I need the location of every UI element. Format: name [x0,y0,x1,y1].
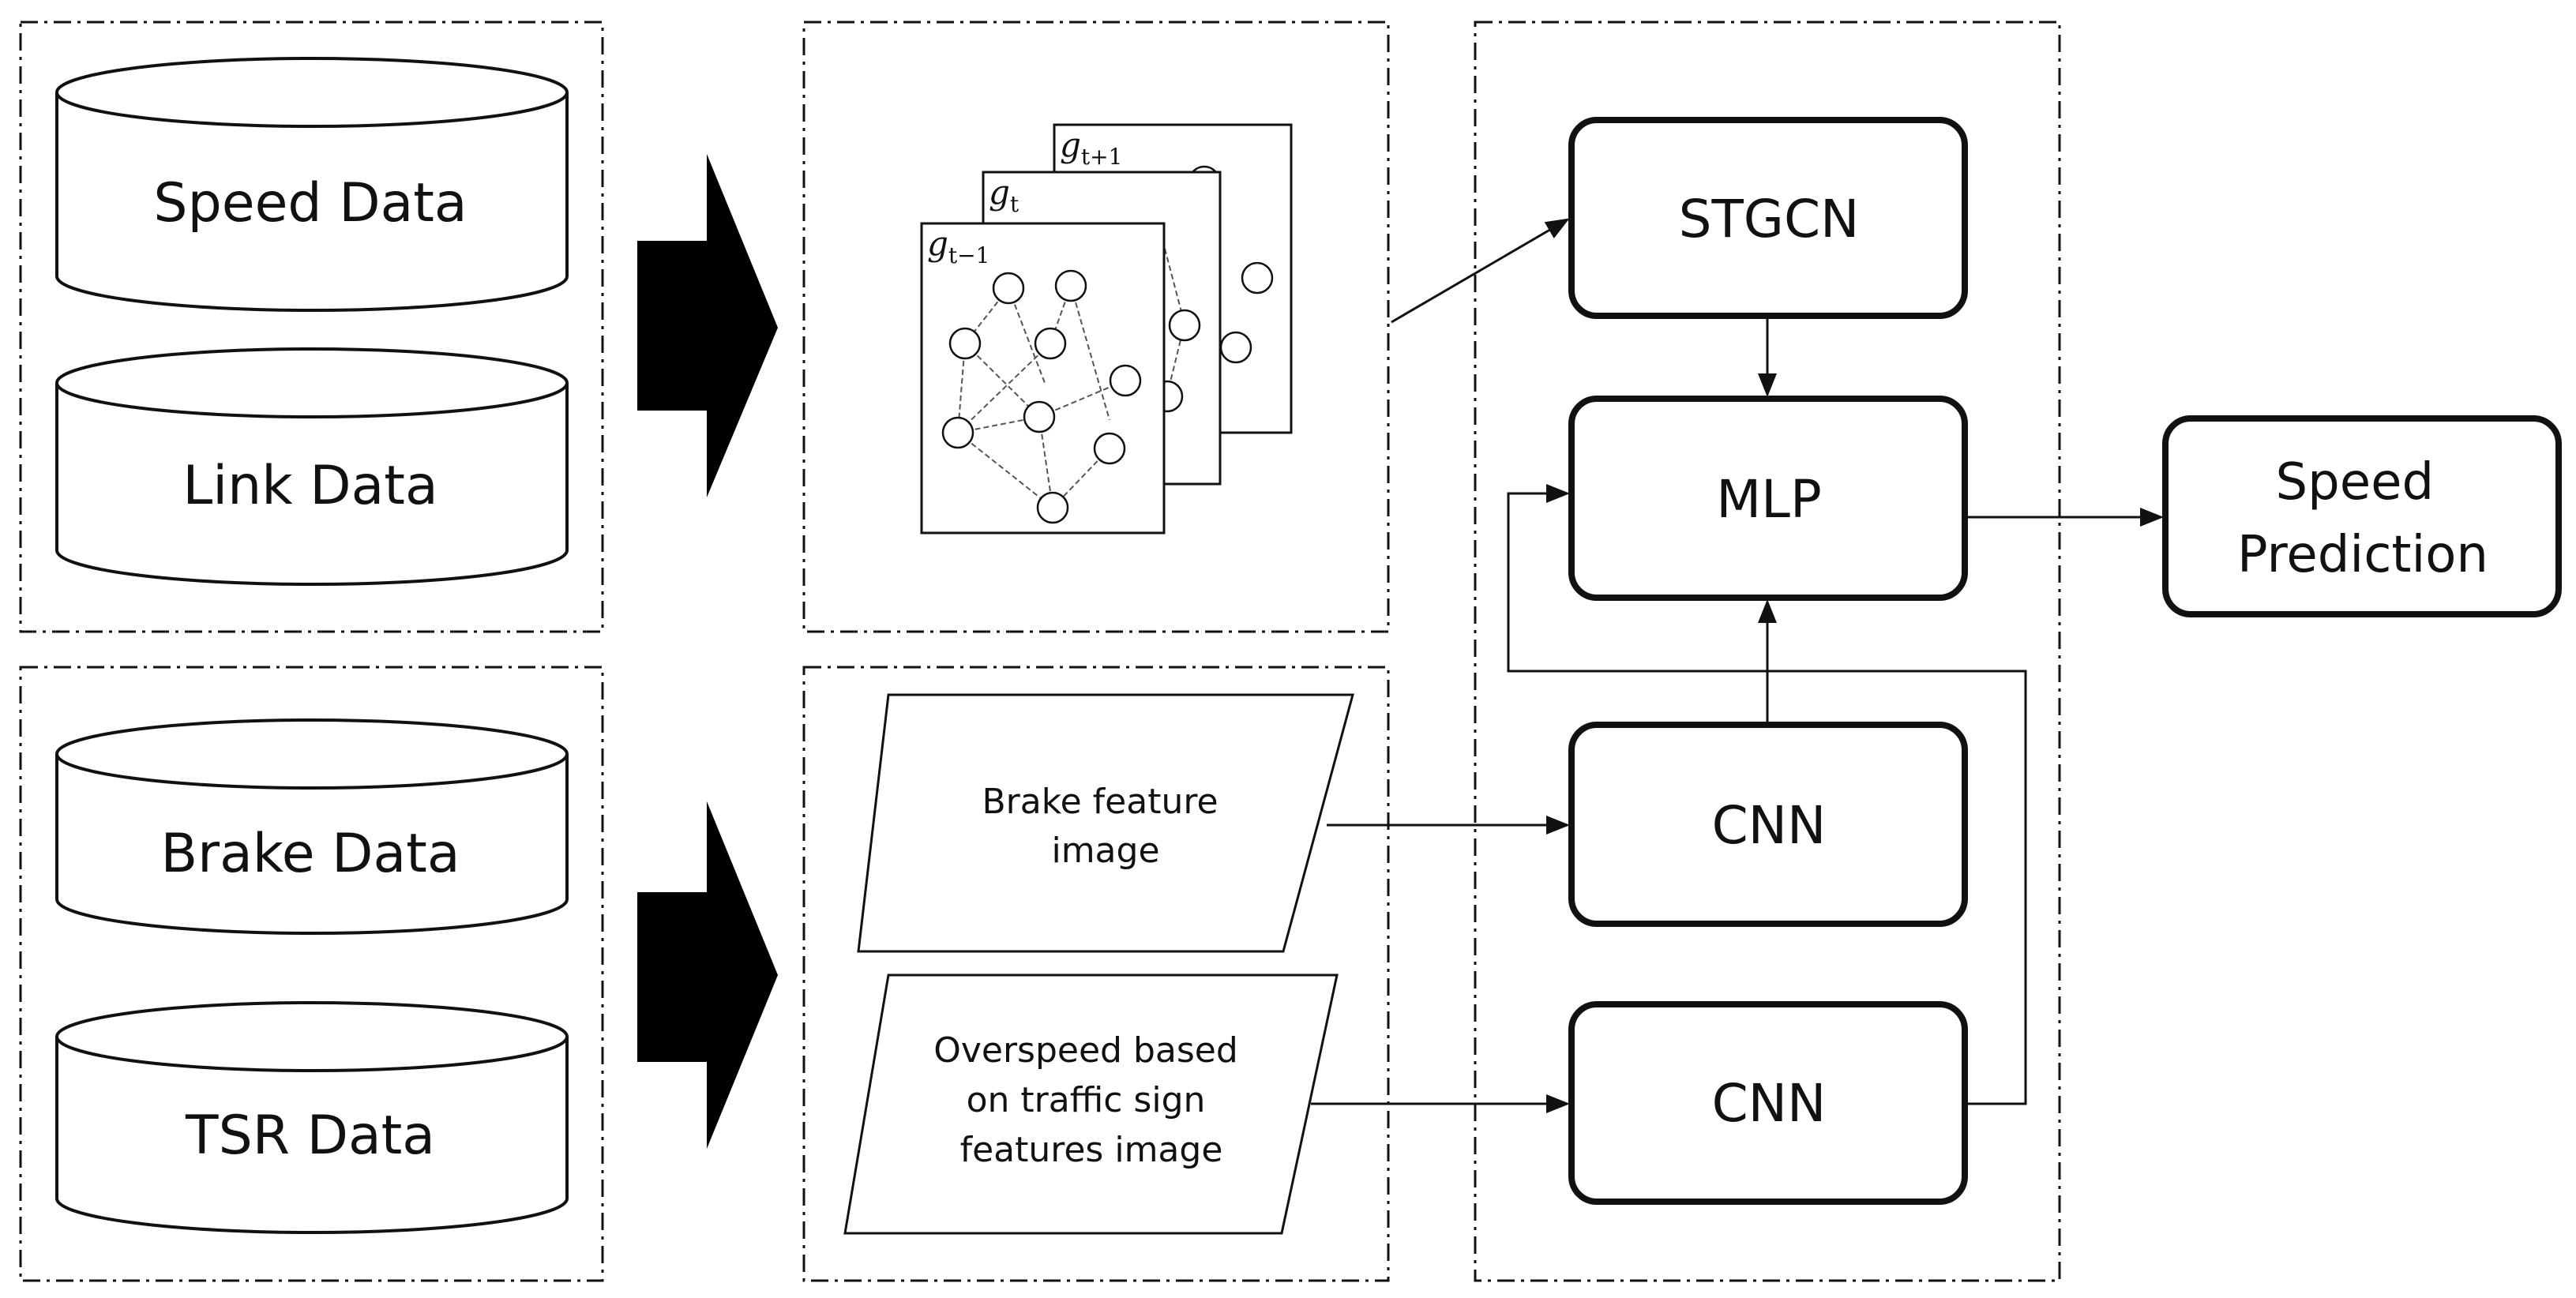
overspeed-feature-image-label: Overspeed based on traffic sign features… [933,1030,1249,1170]
graph-node [941,416,974,449]
mlp-label: MLP [1716,469,1822,530]
model-panel [1474,21,2061,1282]
graph-node [1219,331,1252,364]
mlp-box [1568,396,1968,601]
block-arrow-top [637,154,778,497]
brake-feature-image-shape [857,693,1354,953]
image-panel [802,666,1390,1282]
speed-prediction-label: Speed Prediction [2237,453,2488,584]
graph-label-current: gt [989,173,1020,217]
tsr-data-label: TSR Data [185,1105,435,1167]
overspeed-feature-image-shape [843,974,1339,1235]
graph-node [992,272,1025,305]
tsr-data-cylinder [55,1001,569,1234]
graph-label-next: gt+1 [1060,126,1122,170]
link-data-cylinder [55,347,569,586]
graph-node [1036,491,1069,524]
speed-prediction-box [2162,415,2562,617]
graph-label-prev: gt−1 [927,224,989,268]
cnn-bottom-label: CNN [1712,1073,1827,1134]
cnn-top-box [1568,722,1968,927]
graph-node [948,327,982,360]
graph-node [1168,309,1201,342]
arrow-graph-to-stgcn [1391,218,1570,324]
arrow-cnn-bottom-to-mlp [1507,484,2027,1105]
graph-stack: gt+1 gt gt−1 [920,123,1293,535]
brake-feature-image-label: Brake feature image [982,782,1229,871]
source-panel-bottom [19,666,604,1282]
cnn-top-label: CNN [1712,795,1827,856]
block-arrow-bottom [637,801,778,1149]
stgcn-label: STGCN [1679,189,1860,249]
speed-data-cylinder [55,57,569,312]
link-data-label: Link Data [182,455,437,517]
source-panel-top [19,21,604,633]
graph-node [1093,432,1126,465]
graph-node [1023,400,1056,433]
graph-node [1241,261,1274,294]
cnn-bottom-box [1568,1001,1968,1205]
brake-data-label: Brake Data [160,823,460,885]
graph-node [1054,269,1087,302]
brake-data-cylinder [55,718,569,935]
graph-panel [802,21,1390,633]
graph-node [1034,327,1067,360]
stgcn-box [1568,117,1968,319]
speed-data-label: Speed Data [153,172,467,234]
graph-node [1109,364,1142,397]
